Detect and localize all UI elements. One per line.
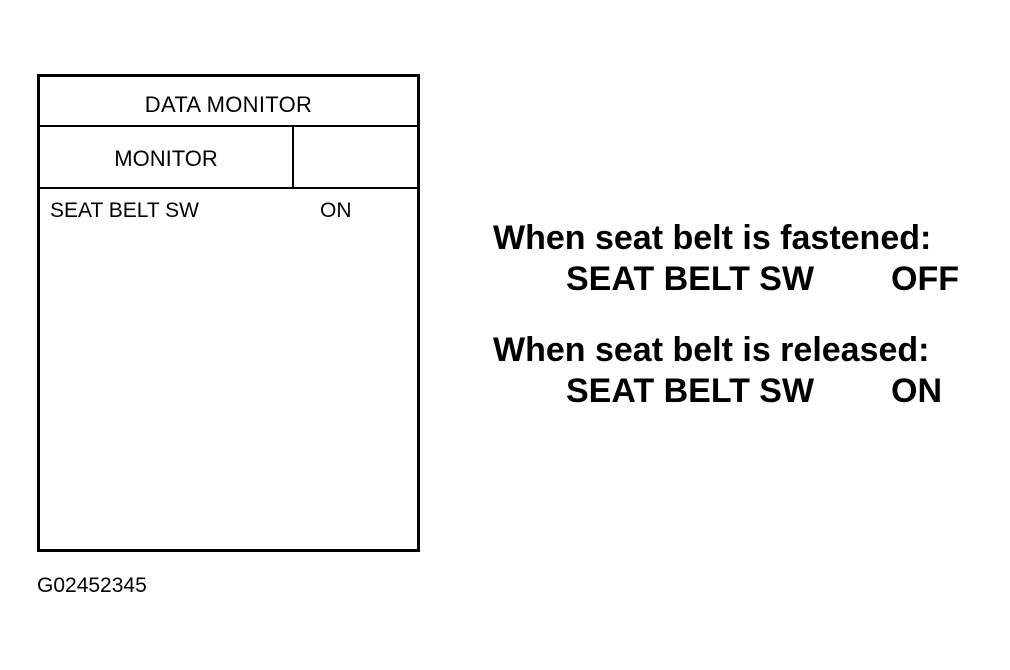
condition-fastened: When seat belt is fastened: SEAT BELT SW… <box>493 216 959 306</box>
data-monitor-table: DATA MONITOR MONITOR SEAT BELT SW ON <box>37 74 420 552</box>
monitor-column-header: MONITOR <box>40 127 294 187</box>
condition-item: SEAT BELT SW <box>566 260 815 298</box>
condition-value: OFF <box>891 260 959 298</box>
condition-line: SEAT BELT SW ON <box>493 372 942 418</box>
condition-heading: When seat belt is released: <box>493 331 930 369</box>
row-item-label: SEAT BELT SW <box>50 199 199 222</box>
table-header-row: MONITOR <box>40 127 417 189</box>
table-row: SEAT BELT SW ON <box>40 189 417 233</box>
condition-line: SEAT BELT SW OFF <box>493 260 959 306</box>
condition-value: ON <box>891 372 942 410</box>
table-title: DATA MONITOR <box>40 77 417 127</box>
figure-id: G02452345 <box>37 574 147 597</box>
value-column-header <box>294 127 417 187</box>
condition-heading: When seat belt is fastened: <box>493 219 932 257</box>
condition-item: SEAT BELT SW <box>566 372 815 410</box>
row-item-value: ON <box>320 199 352 222</box>
condition-released: When seat belt is released: SEAT BELT SW… <box>493 328 942 418</box>
